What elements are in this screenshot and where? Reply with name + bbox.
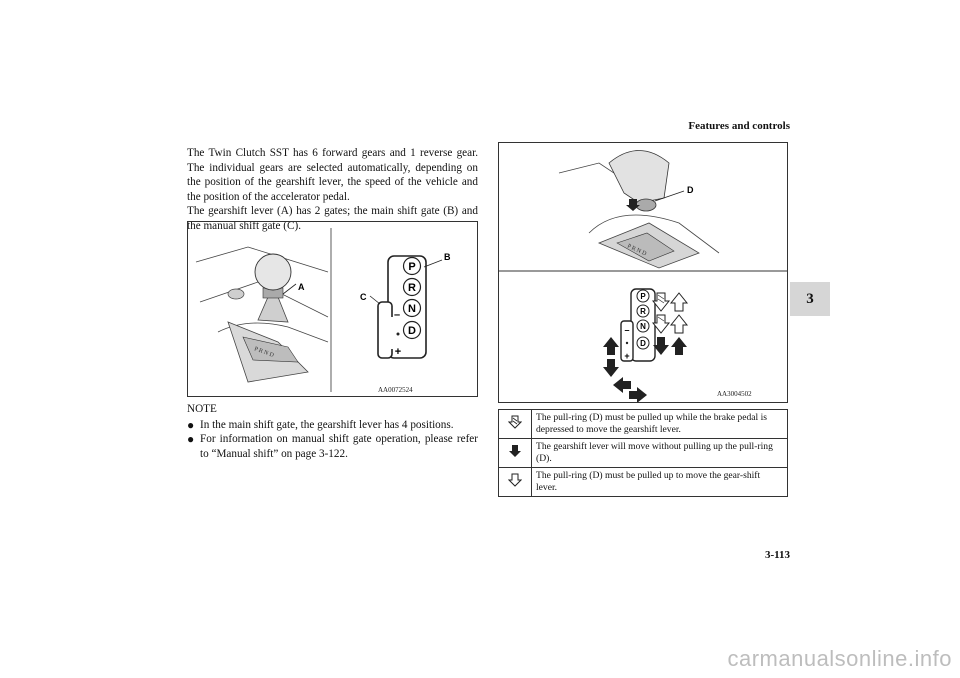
hatched-down-arrow-icon	[507, 415, 523, 429]
gate-p-label: P	[640, 292, 646, 301]
legend-symbol-cell	[498, 467, 532, 497]
legend-row: The gearshift lever will move without pu…	[498, 438, 788, 468]
label-a: A	[298, 282, 305, 292]
outline-up-arrow-icon	[669, 292, 689, 334]
gearshift-illustration: P R N D AA0072524 P R N D – + B C A	[195, 228, 451, 394]
chapter-number: 3	[806, 290, 814, 307]
gate-r-label: R	[640, 307, 646, 316]
intro-paragraph-2: The gearshift lever (A) has 2 gates; the…	[187, 205, 478, 232]
legend-text: The pull-ring (D) must be pulled up whil…	[531, 409, 788, 439]
figure-code: AA3004502	[717, 390, 752, 398]
gearshift-figure: P R N D AA0072524 P R N D – + B C A	[187, 221, 478, 397]
legend-text: The gearshift lever will move without pu…	[531, 438, 788, 468]
note-item: ● In the main shift gate, the gearshift …	[187, 418, 478, 433]
solid-down-arrow-icon	[509, 445, 521, 457]
intro-paragraph-1: The Twin Clutch SST has 6 forward gears …	[187, 147, 478, 203]
hatched-down-arrow-icon	[651, 292, 671, 334]
figure-code: AA0072524	[378, 386, 413, 394]
page-number: 3-113	[764, 549, 790, 561]
legend-row: The pull-ring (D) must be pulled up whil…	[498, 409, 788, 439]
legend-symbol-cell	[498, 438, 532, 468]
gate-r-label: R	[408, 282, 416, 294]
gate-d-label: D	[640, 339, 646, 348]
arrow-legend-table: The pull-ring (D) must be pulled up whil…	[498, 409, 788, 497]
bullet-icon: ●	[187, 432, 195, 446]
gate-n-label: N	[640, 322, 646, 331]
gate-d-label: D	[408, 325, 416, 337]
note-item: ● For information on manual shift gate o…	[187, 432, 478, 461]
gate-plus-label: +	[395, 346, 401, 358]
chapter-tab: 3	[790, 282, 830, 316]
label-d: D	[687, 185, 694, 195]
gate-n-label: N	[408, 303, 416, 315]
outline-down-arrow-icon	[507, 473, 523, 487]
gate-minus-label: –	[394, 309, 400, 321]
note-item-text: In the main shift gate, the gearshift le…	[200, 418, 454, 431]
legend-symbol-cell	[498, 409, 532, 439]
note-item-text: For information on manual shift gate ope…	[200, 433, 478, 460]
gate-minus-label: –	[624, 325, 629, 335]
watermark: carmanualsonline.info	[0, 638, 960, 678]
pull-ring-figure: P R N D D P R N D – +	[498, 142, 788, 403]
label-b: B	[444, 252, 451, 262]
watermark-text: carmanualsonline.info	[727, 646, 952, 671]
label-c: C	[360, 292, 367, 302]
note-title: NOTE	[187, 403, 217, 415]
gate-plus-label: +	[624, 351, 629, 361]
running-header-title: Features and controls	[688, 120, 790, 132]
legend-text: The pull-ring (D) must be pulled up to m…	[531, 467, 788, 497]
note-section: NOTE ● In the main shift gate, the gears…	[187, 402, 478, 461]
bullet-icon: ●	[187, 417, 195, 432]
intro-text: The Twin Clutch SST has 6 forward gears …	[187, 146, 478, 233]
pull-ring-illustration: P R N D D P R N D – +	[499, 150, 787, 403]
legend-row: The pull-ring (D) must be pulled up to m…	[498, 467, 788, 497]
solid-down-arrow-icon	[603, 337, 687, 403]
gate-p-label: P	[408, 261, 415, 273]
